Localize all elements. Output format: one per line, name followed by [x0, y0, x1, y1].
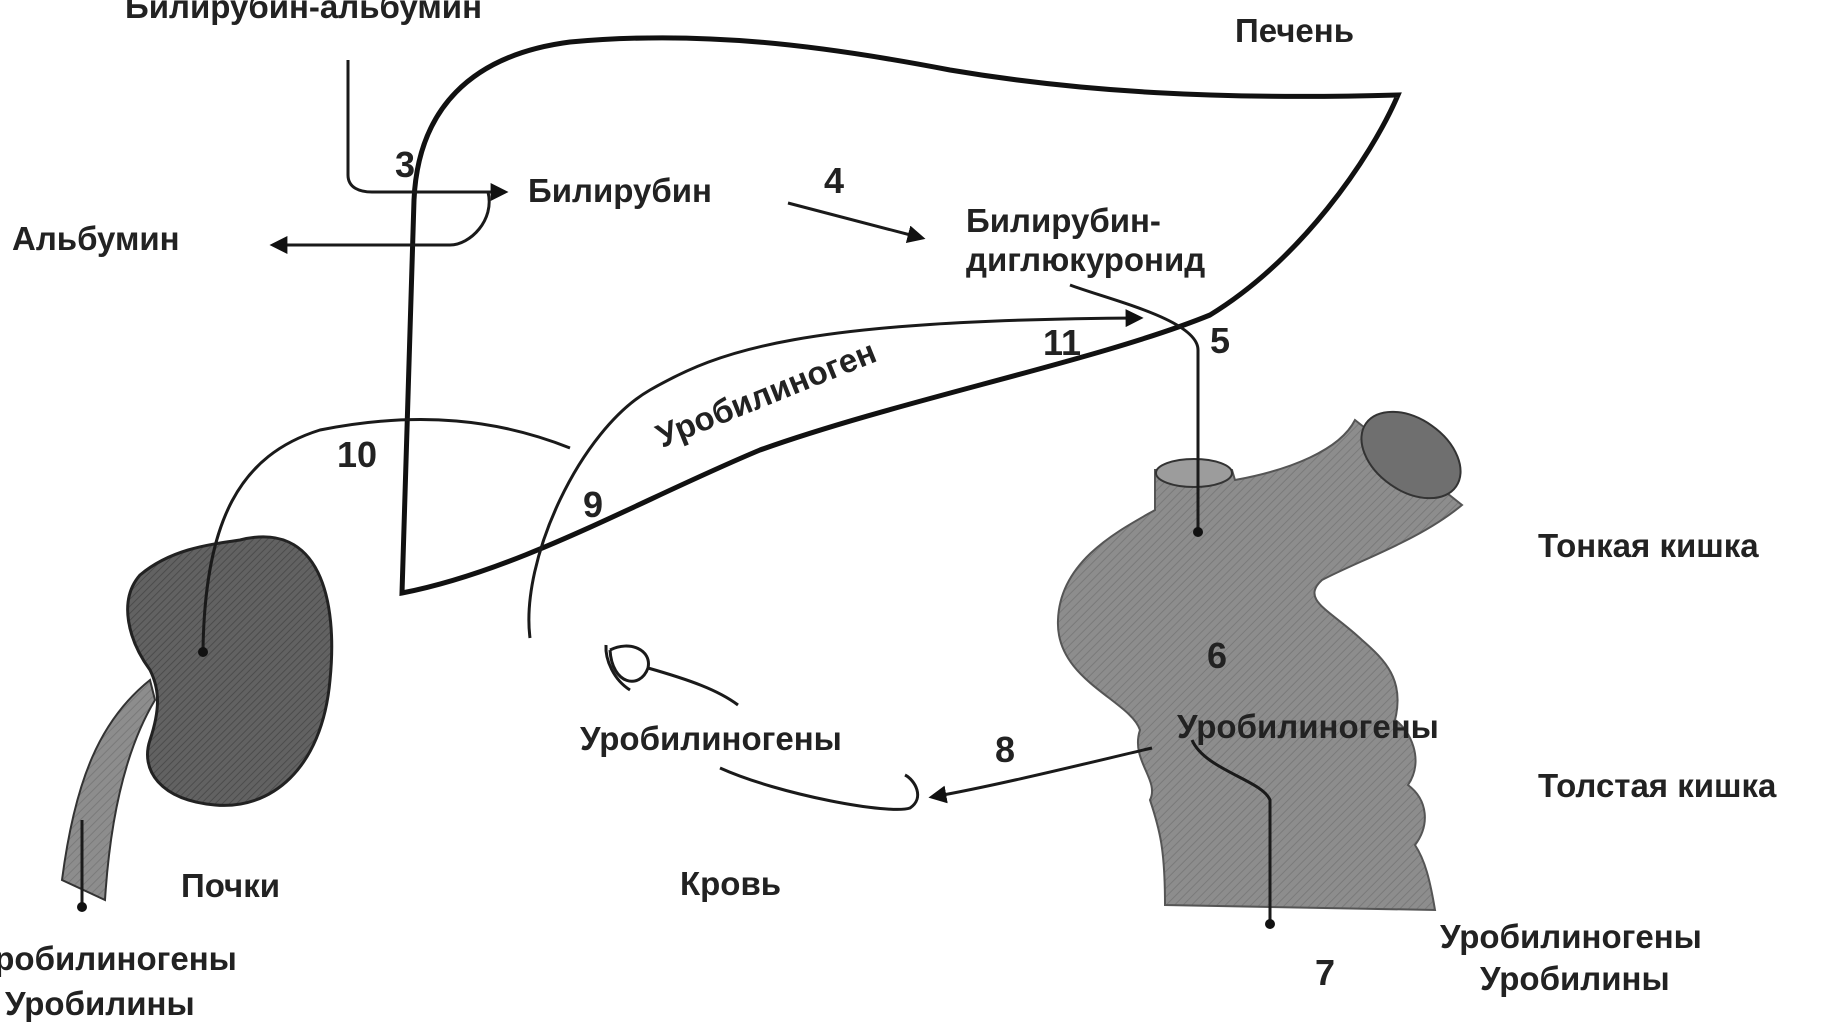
intestine-shape [1058, 420, 1462, 910]
label-urobilinogens-intestine: Уробилиногены [1177, 708, 1439, 745]
step-10: 10 [337, 434, 377, 475]
step-5: 5 [1210, 320, 1230, 361]
step-11: 11 [1043, 322, 1081, 363]
label-bilirubin-diglucuronide-1: Билирубин- [966, 202, 1161, 239]
label-urobilinogens-blood: Уробилиногены [580, 720, 842, 757]
step-3: 3 [395, 144, 415, 185]
step-7: 7 [1315, 952, 1335, 993]
intestine [1058, 394, 1477, 910]
label-kidney-out-urobilins: Уробилины [5, 985, 195, 1022]
label-albumin: Альбумин [12, 220, 180, 257]
kidney-body [128, 537, 332, 806]
label-feces-out-urobilinogens: Уробилиногены [1440, 918, 1702, 955]
label-small-intestine: Тонкая кишка [1538, 527, 1759, 564]
label-bilirubin-diglucuronide-2: диглюкуронид [966, 241, 1205, 278]
label-kidney-out-urobilinogens: Уробилиногены [0, 940, 237, 977]
label-liver: Печень [1235, 12, 1354, 49]
label-blood: Кровь [680, 865, 781, 902]
label-urobilinogen-liver: Уробилиноген [651, 333, 881, 455]
step-9: 9 [583, 484, 603, 525]
step-6: 6 [1207, 635, 1227, 676]
step-8: 8 [995, 729, 1015, 770]
label-kidneys: Почки [181, 867, 280, 904]
ureter [62, 680, 155, 900]
label-bilirubin: Билирубин [528, 172, 712, 209]
label-large-intestine: Толстая кишка [1538, 767, 1777, 804]
kidney [62, 537, 332, 900]
step-4: 4 [824, 160, 844, 201]
intestine-duodenum-opening [1156, 459, 1232, 487]
label-feces-out-urobilins: Уробилины [1480, 960, 1670, 997]
label-bilirubin-albumin: Билирубин-альбумин [125, 0, 482, 25]
labels: Билирубин-альбумин Печень Альбумин Билир… [0, 0, 1777, 1022]
